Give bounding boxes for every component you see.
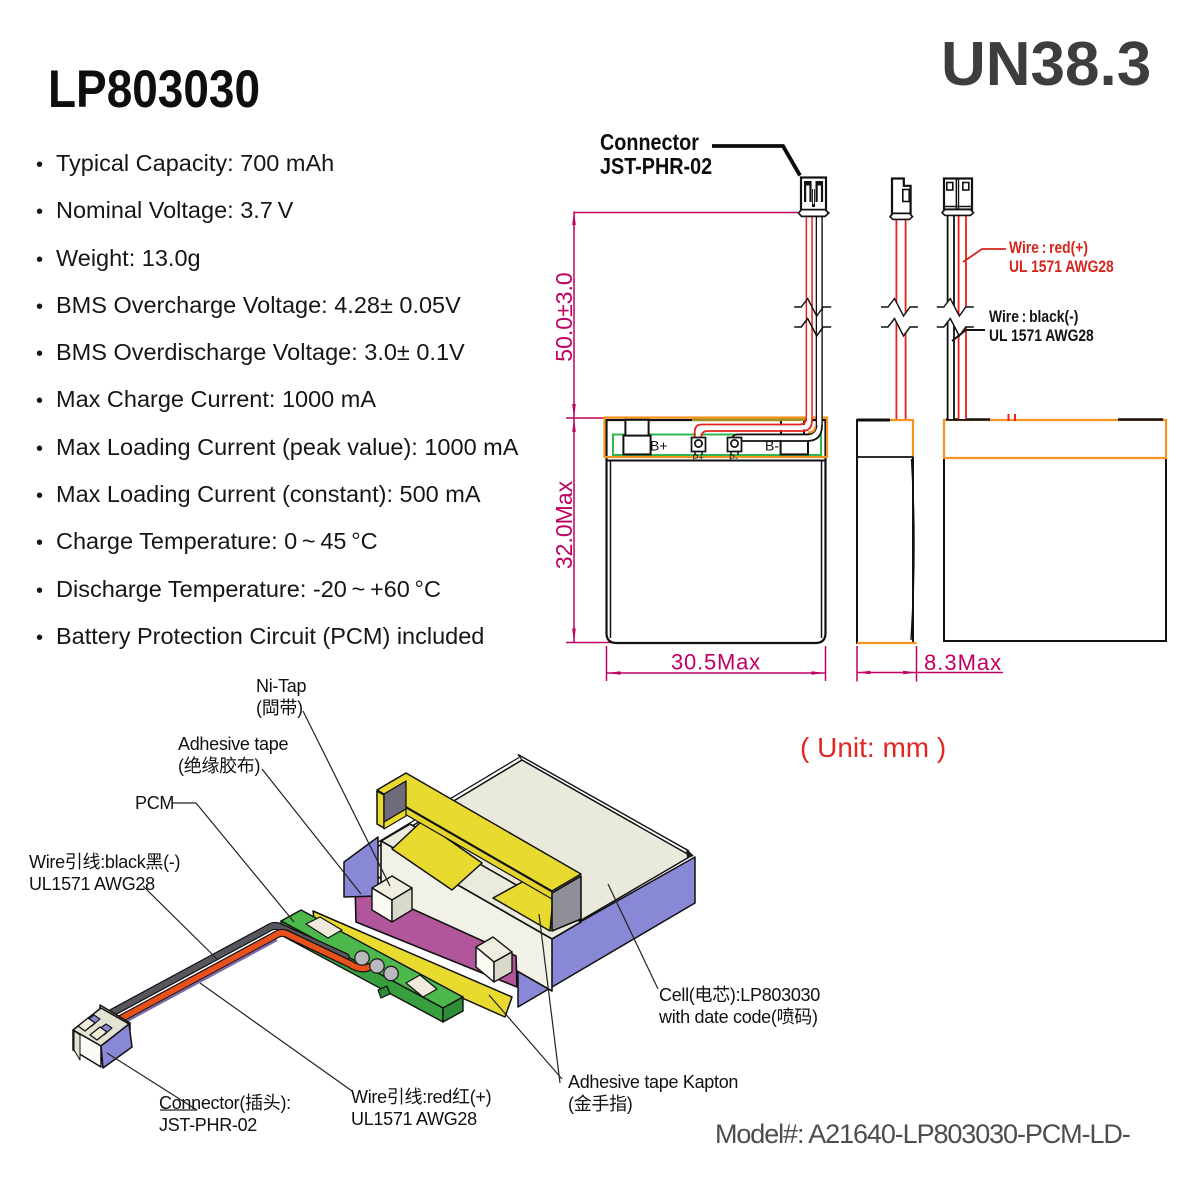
svg-text:8.3Max: 8.3Max xyxy=(924,650,1002,675)
svg-text:P+: P+ xyxy=(693,453,704,463)
svg-text:32.0Max: 32.0Max xyxy=(551,480,577,569)
svg-text:50.0±3.0: 50.0±3.0 xyxy=(551,272,577,361)
svg-text:P-: P- xyxy=(729,453,738,463)
svg-text:B-: B- xyxy=(765,438,779,454)
svg-text:30.5Max: 30.5Max xyxy=(671,650,761,675)
svg-text:B+: B+ xyxy=(650,438,668,454)
